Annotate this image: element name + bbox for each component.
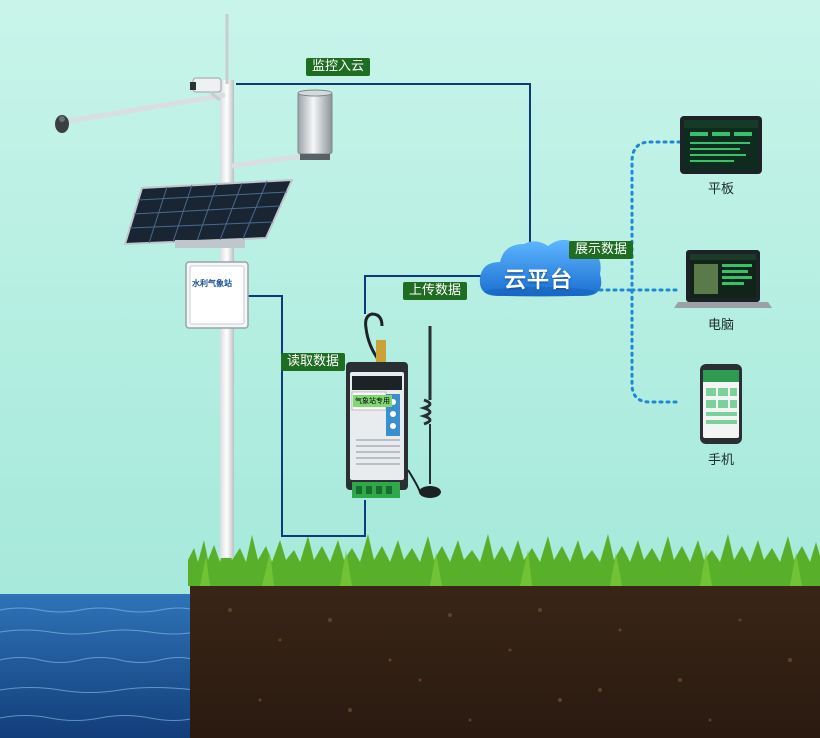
display-data-label: 展示数据 <box>569 241 634 259</box>
rain-gauge <box>297 89 333 160</box>
dtu-label: 气象站专用 <box>353 395 392 407</box>
tablet-icon <box>680 116 762 174</box>
soil-specks <box>228 608 792 722</box>
station-box <box>185 261 249 329</box>
phone-label: 手机 <box>707 453 734 468</box>
line-read-data <box>248 295 366 537</box>
water-waves <box>0 607 196 721</box>
line-upload-data <box>364 275 492 314</box>
connection-lines <box>236 83 531 537</box>
solar-panel <box>123 178 294 248</box>
display-lines <box>598 140 682 404</box>
tablet-label: 平板 <box>707 182 734 197</box>
water <box>0 594 195 738</box>
line-monitor-cloud <box>236 83 531 258</box>
monitor-cloud-label: 监控入云 <box>306 58 371 76</box>
soil <box>190 578 820 738</box>
computer-label: 电脑 <box>707 318 734 333</box>
laptop-icon <box>674 250 772 308</box>
cloud-platform-label: 云平台 <box>504 268 574 293</box>
station-box-label: 水利气象站 <box>192 279 232 288</box>
read-data-label: 读取数据 <box>281 353 346 371</box>
phone-icon <box>700 364 742 444</box>
grass <box>188 534 820 586</box>
weather-pole <box>55 14 333 558</box>
dtu-device <box>346 312 441 498</box>
upload-data-label: 上传数据 <box>403 282 468 300</box>
camera-icon <box>190 77 222 102</box>
